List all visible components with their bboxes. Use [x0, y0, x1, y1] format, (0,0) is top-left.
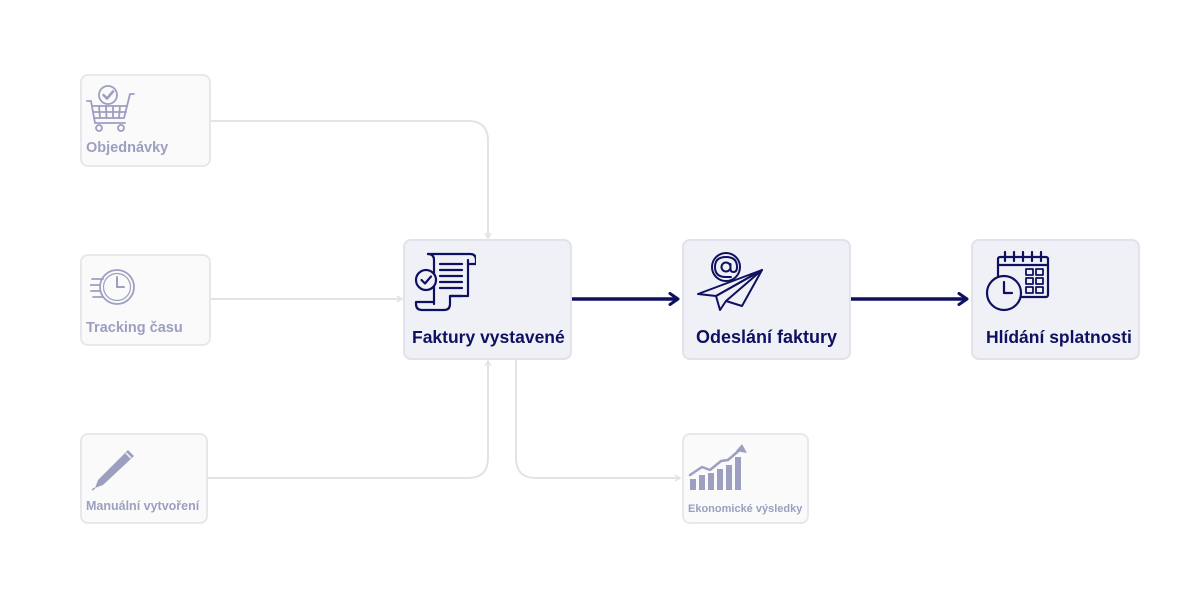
growth-chart-icon — [688, 444, 747, 490]
node-time-tracking[interactable]: Tracking času — [80, 254, 211, 346]
node-economic-results[interactable]: Ekonomické výsledky — [682, 433, 809, 524]
connector-invoices-to-results — [515, 359, 682, 482]
node-time-tracking-label: Tracking času — [86, 320, 183, 336]
connector-orders-to-invoices — [210, 120, 492, 240]
node-issued-invoices-label: Faktury vystavené — [412, 327, 565, 347]
node-orders[interactable]: Objednávky — [80, 74, 211, 167]
node-economic-results-label: Ekonomické výsledky — [688, 503, 803, 515]
node-issued-invoices[interactable]: Faktury vystavené — [403, 239, 572, 360]
node-due-monitoring[interactable]: Hlídání splatnosti — [971, 239, 1140, 360]
node-manual-creation[interactable]: Manuální vytvoření — [80, 433, 208, 524]
node-send-invoice-label: Odeslání faktury — [696, 327, 838, 347]
calendar-clock-icon — [985, 250, 1050, 312]
shopping-cart-icon — [86, 85, 135, 132]
pen-icon — [91, 450, 134, 491]
connector-manual-to-invoices — [207, 359, 492, 479]
invoice-scroll-icon — [414, 252, 476, 312]
node-due-monitoring-label: Hlídání splatnosti — [986, 327, 1132, 347]
node-send-invoice[interactable]: Odeslání faktury — [682, 239, 851, 360]
email-paper-plane-icon — [697, 252, 763, 311]
node-orders-label: Objednávky — [86, 140, 169, 156]
node-manual-creation-label: Manuální vytvoření — [86, 499, 200, 513]
stopwatch-icon — [90, 269, 135, 305]
